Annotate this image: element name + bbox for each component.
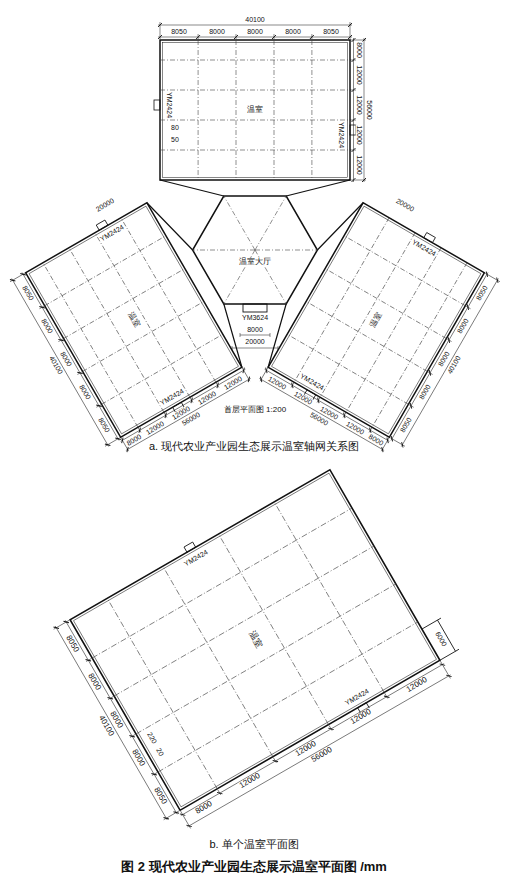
subfigure-caption: a. 现代农业产业园生态展示温室轴网关系图 bbox=[148, 441, 360, 453]
hall-outline bbox=[193, 196, 318, 350]
dimension-label: 56000 bbox=[365, 99, 372, 120]
dimension-label: 6000 bbox=[434, 629, 449, 648]
dimension-label: 12000 bbox=[355, 154, 362, 175]
dimension-label: 8000 bbox=[367, 432, 386, 447]
dimension-label: 40100 bbox=[244, 16, 265, 23]
dimension-label: 20000 bbox=[94, 196, 116, 213]
door-code: YM3624 bbox=[241, 314, 269, 321]
dimension-label: 8050 bbox=[152, 786, 169, 807]
dimension-label: 8000 bbox=[130, 747, 147, 768]
hall-zone: 温室大厅 bbox=[238, 258, 272, 266]
dimension-label: 8000 bbox=[246, 326, 264, 333]
dimension-label: 8050 bbox=[322, 28, 340, 35]
dimension-label: 8000 bbox=[284, 28, 302, 35]
door-code: YM2424 bbox=[337, 121, 344, 149]
dimension-label: 8000 bbox=[124, 432, 143, 447]
dimension-label: 8000 bbox=[208, 28, 226, 35]
dimension-label: 8050 bbox=[170, 28, 188, 35]
dimension-label: 12000 bbox=[355, 94, 362, 115]
single-greenhouse bbox=[51, 454, 470, 838]
subfigure-caption: 首层平面图 1:200 bbox=[223, 406, 287, 414]
zone-name: 温室 bbox=[246, 106, 264, 114]
dimension-label: 8000 bbox=[246, 28, 264, 35]
dimension-label: 8000 bbox=[86, 671, 103, 692]
dimension-label: 12000 bbox=[355, 64, 362, 85]
zone-name: 温室大厅 bbox=[238, 258, 272, 266]
dimension-label: 20000 bbox=[244, 338, 265, 345]
dimension-label: 8050 bbox=[64, 633, 81, 654]
dimension-label: 50 bbox=[170, 136, 180, 143]
dimension-label: 20000 bbox=[394, 196, 416, 213]
door-code: YM2424 bbox=[165, 91, 172, 119]
dimension-label: 8000 bbox=[355, 41, 362, 59]
greenhouse-wings bbox=[7, 22, 503, 452]
dimension-label: 80 bbox=[170, 124, 180, 131]
subfigure-caption: b. 单个温室平面图 bbox=[208, 839, 299, 851]
greenhouse-zone: 温室 bbox=[246, 106, 264, 114]
dimension-label: 8000 bbox=[193, 800, 214, 817]
figure-caption: 图 2 现代农业产业园生态展示温室平面图 /mm bbox=[0, 858, 508, 876]
dimension-label: 12000 bbox=[355, 124, 362, 145]
